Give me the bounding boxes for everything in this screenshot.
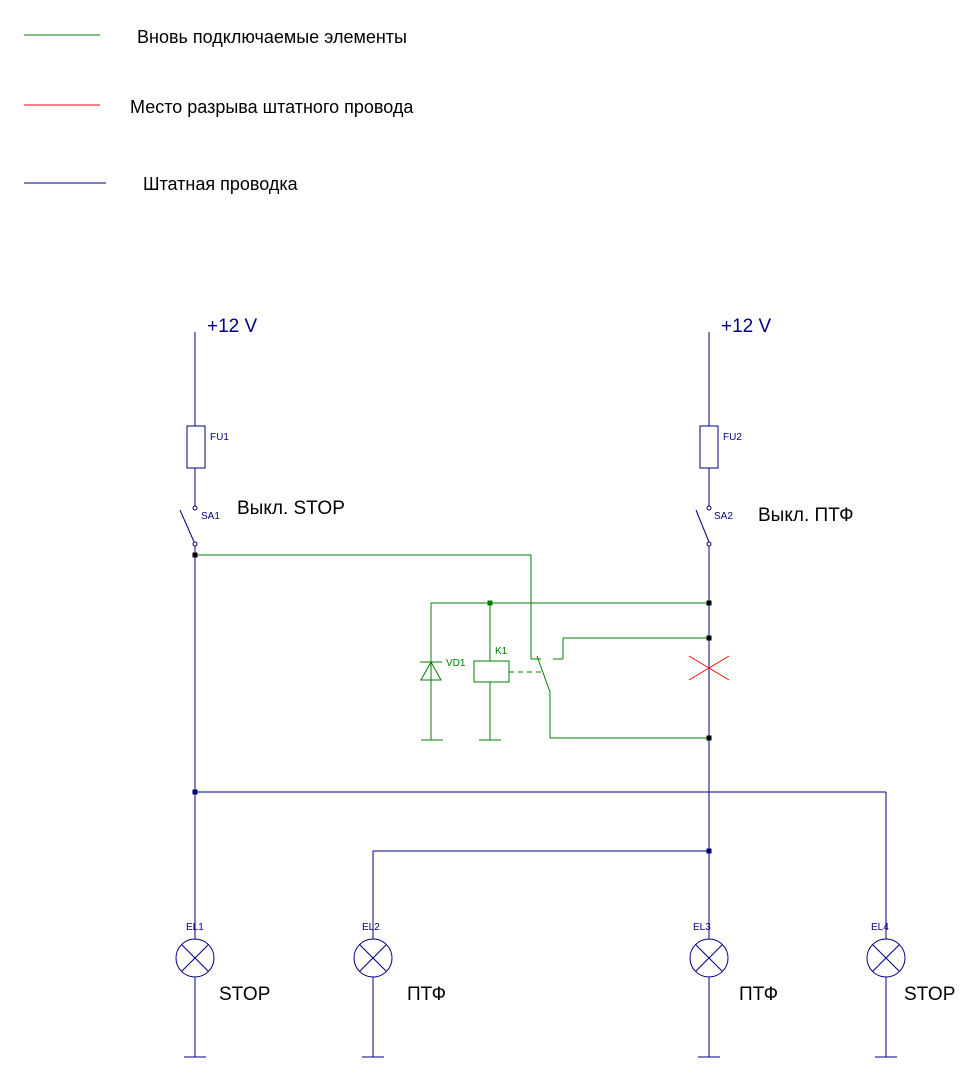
lamp-label-el1: STOP xyxy=(219,984,270,1005)
legend: Вновь подключаемые элементы Место разрыв… xyxy=(24,27,414,194)
lamp-label-el3: ПТФ xyxy=(739,984,778,1005)
switch-label-sa2: Выкл. ПТФ xyxy=(758,505,854,526)
lamp-el1-icon xyxy=(175,938,215,978)
fuse-fu2 xyxy=(699,425,719,469)
switch-terminals xyxy=(192,505,712,547)
relay-ref-k1: K1 xyxy=(495,646,508,657)
switch-label-sa1: Выкл. STOP xyxy=(237,498,345,519)
lamp-label-el2: ПТФ xyxy=(407,984,446,1005)
new-wiring xyxy=(195,554,709,741)
switch-ref-sa2: SA2 xyxy=(714,511,733,522)
legend-label-std: Штатная проводка xyxy=(143,174,299,194)
relay-coil-k1 xyxy=(473,660,510,683)
standard-wiring xyxy=(179,332,897,1058)
wire-break-cross xyxy=(688,655,730,681)
lamp-ref-el4: EL4 xyxy=(871,922,889,933)
fuse-label-fu1: FU1 xyxy=(210,432,229,443)
power-label-right: +12 V xyxy=(721,316,772,337)
legend-label-break: Место разрыва штатного провода xyxy=(130,97,414,117)
lamp-el3-icon xyxy=(689,938,729,978)
legend-label-new: Вновь подключаемые элементы xyxy=(137,27,407,47)
lamp-el4-icon xyxy=(866,938,906,978)
lamp-label-el4: STOP xyxy=(904,984,955,1005)
power-label-left: +12 V xyxy=(207,316,258,337)
fuse-label-fu2: FU2 xyxy=(723,432,742,443)
diode-vd1 xyxy=(420,660,442,681)
switch-ref-sa1: SA1 xyxy=(201,511,220,522)
lamp-ref-el3: EL3 xyxy=(693,922,711,933)
lamps xyxy=(175,938,906,978)
lamp-ref-el1: EL1 xyxy=(186,922,204,933)
fuse-fu1 xyxy=(186,425,206,469)
lamp-ref-el2: EL2 xyxy=(362,922,380,933)
lamp-el2-icon xyxy=(353,938,393,978)
diode-ref-vd1: VD1 xyxy=(446,658,466,669)
junctions xyxy=(192,552,712,854)
